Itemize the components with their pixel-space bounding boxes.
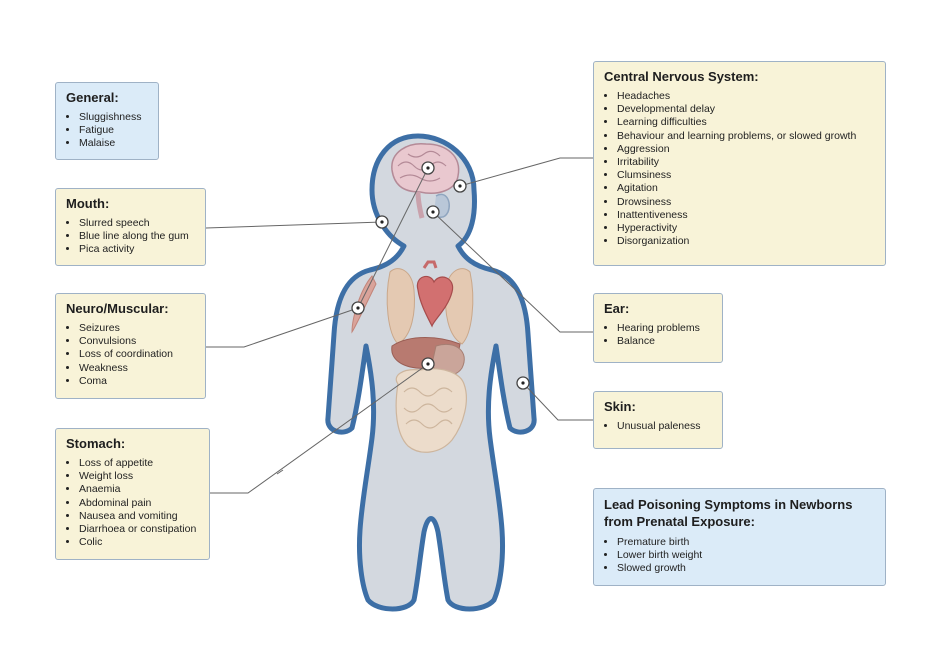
list-item: Behaviour and learning problems, or slow… xyxy=(617,130,875,143)
list-item: Slurred speech xyxy=(79,217,195,230)
list-item: Clumsiness xyxy=(617,169,875,182)
list-item: Developmental delay xyxy=(617,103,875,116)
stomach-list: Loss of appetiteWeight lossAnaemiaAbdomi… xyxy=(66,457,199,549)
skin-list: Unusual paleness xyxy=(604,420,712,433)
newborn-panel: Lead Poisoning Symptoms in Newborns from… xyxy=(593,488,886,586)
list-item: Irritability xyxy=(617,156,875,169)
list-item: Aggression xyxy=(617,143,875,156)
list-item: Headaches xyxy=(617,90,875,103)
list-item: Lower birth weight xyxy=(617,549,875,562)
newborn-list: Premature birthLower birth weightSlowed … xyxy=(604,536,875,576)
marker-brain xyxy=(421,161,435,175)
list-item: Balance xyxy=(617,335,712,348)
mouth-list: Slurred speechBlue line along the gumPic… xyxy=(66,217,195,257)
list-item: Colic xyxy=(79,536,199,549)
organs-illustration xyxy=(386,260,474,453)
list-item: Malaise xyxy=(79,137,148,150)
mouth-title: Mouth: xyxy=(66,196,110,211)
cns-list: HeadachesDevelopmental delayLearning dif… xyxy=(604,90,875,248)
neuro-list: SeizuresConvulsionsLoss of coordinationW… xyxy=(66,322,195,388)
list-item: Sluggishness xyxy=(79,111,148,124)
list-item: Weight loss xyxy=(79,470,199,483)
skin-title: Skin: xyxy=(604,399,636,414)
list-item: Unusual paleness xyxy=(617,420,712,433)
general-panel: General: SluggishnessFatigueMalaise xyxy=(55,82,159,160)
list-item: Agitation xyxy=(617,182,875,195)
cns-panel: Central Nervous System: HeadachesDevelop… xyxy=(593,61,886,266)
ear-panel: Ear: Hearing problemsBalance xyxy=(593,293,723,363)
marker-muscle xyxy=(351,301,365,315)
list-item: Weakness xyxy=(79,362,195,375)
list-item: Hearing problems xyxy=(617,322,712,335)
skin-panel: Skin: Unusual paleness xyxy=(593,391,723,449)
list-item: Seizures xyxy=(79,322,195,335)
ear-list: Hearing problemsBalance xyxy=(604,322,712,348)
list-item: Hyperactivity xyxy=(617,222,875,235)
neuro-panel: Neuro/Muscular: SeizuresConvulsionsLoss … xyxy=(55,293,206,399)
marker-stomach xyxy=(421,357,435,371)
stomach-title: Stomach: xyxy=(66,436,126,451)
list-item: Blue line along the gum xyxy=(79,230,195,243)
marker-ear xyxy=(426,205,440,219)
list-item: Anaemia xyxy=(79,483,199,496)
list-item: Premature birth xyxy=(617,536,875,549)
list-item: Slowed growth xyxy=(617,562,875,575)
list-item: Loss of appetite xyxy=(79,457,199,470)
ear-title: Ear: xyxy=(604,301,630,316)
list-item: Loss of coordination xyxy=(79,348,195,361)
marker-cns xyxy=(453,179,467,193)
target-markers xyxy=(351,161,530,390)
arm-muscle xyxy=(351,275,377,334)
list-item: Inattentiveness xyxy=(617,209,875,222)
general-title: General: xyxy=(66,90,119,105)
stomach-panel: Stomach: Loss of appetiteWeight lossAnae… xyxy=(55,428,210,560)
list-item: Pica activity xyxy=(79,243,195,256)
list-item: Convulsions xyxy=(79,335,195,348)
newborn-title-line2: from Prenatal Exposure: xyxy=(604,514,755,529)
list-item: Disorganization xyxy=(617,235,875,248)
list-item: Learning difficulties xyxy=(617,116,875,129)
marker-mouth xyxy=(375,215,389,229)
connector-lines xyxy=(205,157,593,494)
list-item: Coma xyxy=(79,375,195,388)
list-item: Nausea and vomiting xyxy=(79,510,199,523)
list-item: Drowsiness xyxy=(617,196,875,209)
newborn-title-line1: Lead Poisoning Symptoms in Newborns xyxy=(604,497,853,512)
list-item: Abdominal pain xyxy=(79,497,199,510)
marker-skin xyxy=(516,376,530,390)
list-item: Fatigue xyxy=(79,124,148,137)
neuro-title: Neuro/Muscular: xyxy=(66,301,169,316)
newborn-title: Lead Poisoning Symptoms in Newborns from… xyxy=(604,496,875,530)
list-item: Diarrhoea or constipation xyxy=(79,523,199,536)
cns-title: Central Nervous System: xyxy=(604,69,759,84)
general-list: SluggishnessFatigueMalaise xyxy=(66,111,148,151)
mouth-panel: Mouth: Slurred speechBlue line along the… xyxy=(55,188,206,266)
